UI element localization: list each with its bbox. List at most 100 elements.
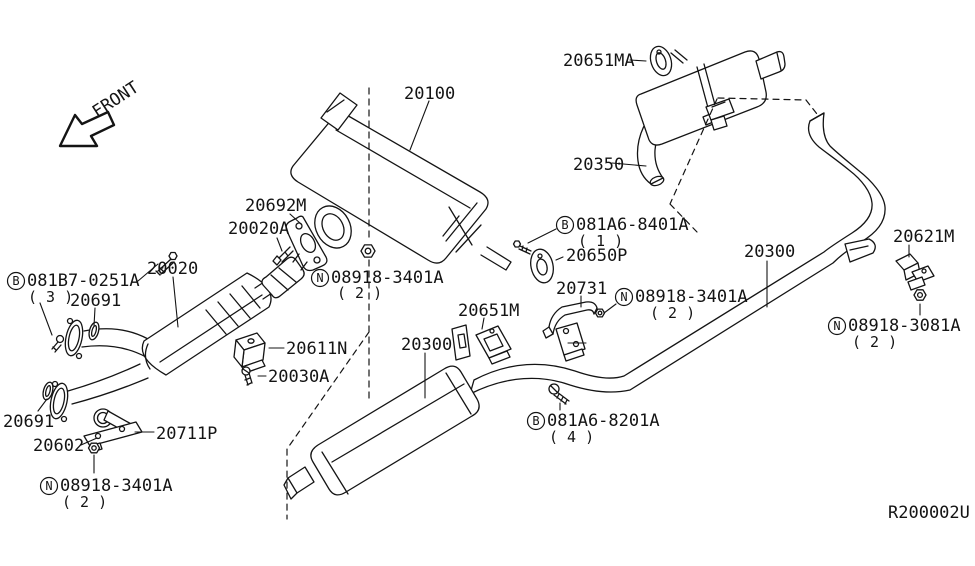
part-20651MA-text: 20651MA <box>563 51 635 71</box>
insulator-20651MA-icon <box>649 45 673 77</box>
part-20020A-text: 20020A <box>228 219 289 239</box>
part-20300-center-text: 20300 <box>401 335 452 355</box>
center-muffler-inlet <box>287 466 315 494</box>
part-20651M: 20651M <box>458 301 519 321</box>
part-20691-upper: 20691 <box>70 291 121 311</box>
svg-text:N: N <box>45 479 52 493</box>
catalyst-body <box>141 272 272 376</box>
part-20300-center: 20300 <box>401 335 452 355</box>
circled-letter-b-icon <box>526 411 546 431</box>
main-muffler-20100 <box>290 92 512 271</box>
front-direction-label-text: FRONT <box>89 78 143 123</box>
part-20602: 20602 <box>33 436 84 456</box>
fastener-081A6-8201A-quantity: ( 4 ) <box>549 428 594 446</box>
mount-bracket-20611N <box>233 332 266 374</box>
fastener-081A6-8401A-text: 081A6-8401A <box>576 215 689 235</box>
part-20650P-text: 20650P <box>566 246 627 266</box>
part-20691-upper-text: 20691 <box>70 291 121 311</box>
fastener-081A6-8201A-text: 081A6-8201A <box>547 411 660 431</box>
part-20651M-text: 20651M <box>458 301 519 321</box>
part-20350: 20350 <box>573 155 624 175</box>
circled-letter-n-icon <box>39 476 59 496</box>
svg-text:B: B <box>561 218 568 232</box>
muffler-tail-stub <box>480 246 512 271</box>
part-20731: 20731 <box>556 279 607 299</box>
svg-text:B: B <box>532 414 539 428</box>
part-20020: 20020 <box>147 259 198 279</box>
stud-bolt-20020A <box>272 246 294 266</box>
diagram-code-label: R200002U <box>888 503 970 523</box>
part-20350-text: 20350 <box>573 155 624 175</box>
hanger-pin <box>670 49 688 64</box>
flange-bolt-icon-upper <box>155 251 178 276</box>
part-20711P-text: 20711P <box>156 424 217 444</box>
nut-icon-08918-3081A <box>913 289 927 301</box>
part-20611N: 20611N <box>286 339 347 359</box>
fastener-081A6-8401A: B 081A6-8401A( 1 ) <box>555 215 689 250</box>
bolt-icon-20030A <box>241 366 253 386</box>
part-20731-text: 20731 <box>556 279 607 299</box>
reference-dashed-lines <box>286 87 818 520</box>
part-20691-lower: 20691 <box>3 412 54 432</box>
diagram-code-label-text: R200002U <box>888 503 970 523</box>
fastener-08918-3401A-mid-text: 08918-3401A <box>635 287 748 307</box>
mount-insulator-20650P <box>530 248 554 284</box>
circled-letter-b-icon <box>555 215 575 235</box>
inlet-flange-upper <box>64 319 84 357</box>
nut-icon-08918-3401A-upper <box>360 244 376 258</box>
hanger-fork-rod <box>844 238 876 263</box>
part-20650P: 20650P <box>566 246 627 266</box>
circled-letter-n-icon <box>310 268 330 288</box>
part-20020-text: 20020 <box>147 259 198 279</box>
center-muffler-20300 <box>283 365 480 500</box>
bolt-icon-081A6-8401A <box>512 240 532 255</box>
nut-icon-08918-3401A-mid <box>594 308 606 318</box>
fastener-08918-3401A-lower-text: 08918-3401A <box>60 476 173 496</box>
rear-muffler-20350 <box>635 45 786 187</box>
part-20651MA: 20651MA <box>563 51 635 71</box>
part-20100-text: 20100 <box>404 84 455 104</box>
part-20711P: 20711P <box>156 424 217 444</box>
part-20692M: 20692M <box>245 196 306 216</box>
clamp-20621M <box>895 253 935 291</box>
fastener-081B7-0251A-quantity: ( 3 ) <box>28 288 73 306</box>
fastener-08918-3081A-quantity: ( 2 ) <box>852 333 897 351</box>
gasket-20692M <box>285 215 328 272</box>
part-20100: 20100 <box>404 84 455 104</box>
part-20692M-text: 20692M <box>245 196 306 216</box>
part-20621M: 20621M <box>893 227 954 247</box>
fastener-08918-3401A-mid-quantity: ( 2 ) <box>650 304 695 322</box>
fastener-081A6-8401A-quantity: ( 1 ) <box>578 232 623 250</box>
part-20691-lower-text: 20691 <box>3 412 54 432</box>
fastener-081A6-8201A: B 081A6-8201A( 4 ) <box>526 411 660 446</box>
hanger-bracket-20651M <box>451 324 512 365</box>
fastener-081B7-0251A: B 081B7-0251A( 3 ) <box>6 271 140 306</box>
front-direction-label: FRONT <box>89 78 143 123</box>
part-20020A: 20020A <box>228 219 289 239</box>
bracket-20731 <box>542 301 598 339</box>
leader-lines <box>37 59 921 474</box>
flex-section <box>261 256 305 299</box>
svg-text:N: N <box>620 290 627 304</box>
svg-text:N: N <box>316 271 323 285</box>
fastener-08918-3401A-lower: N 08918-3401A( 2 ) <box>39 476 173 511</box>
part-20602-text: 20602 <box>33 436 84 456</box>
inlet-flange-lower <box>49 382 69 420</box>
fastener-08918-3401A-lower-quantity: ( 2 ) <box>62 493 107 511</box>
front-arrow-icon <box>58 110 116 148</box>
screw-icon-081A6-8201A <box>548 383 570 405</box>
part-20030A: 20030A <box>268 367 329 387</box>
flange-bolt-icon-lower <box>51 334 65 353</box>
front-tube-20020 <box>42 251 308 423</box>
fastener-081B7-0251A-text: 081B7-0251A <box>27 271 140 291</box>
svg-text:B: B <box>12 274 19 288</box>
circled-letter-b-icon <box>6 271 26 291</box>
part-20621M-text: 20621M <box>893 227 954 247</box>
resonator-bracket <box>705 98 735 131</box>
part-20300-rear-text: 20300 <box>744 242 795 262</box>
